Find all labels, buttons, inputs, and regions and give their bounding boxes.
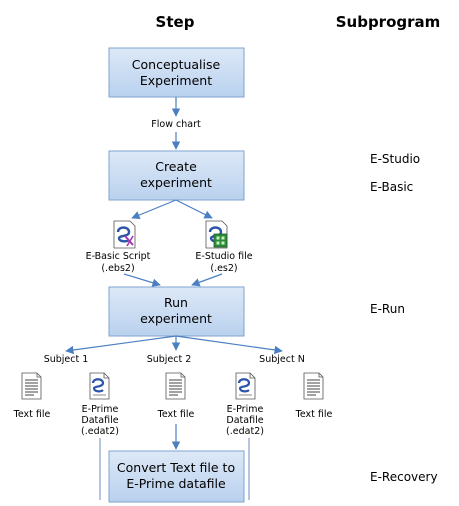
subprogram-erecovery: E-Recovery xyxy=(370,470,438,484)
arrow-run-to-subjectN xyxy=(175,335,283,355)
arrow-create-to-ebs xyxy=(131,199,177,220)
run-label-line2: experiment xyxy=(140,311,212,326)
subject-1-label: Subject 1 xyxy=(44,354,89,365)
run-label-line1: Run xyxy=(164,295,188,310)
create-step: Create experiment xyxy=(108,150,245,201)
subject-2-edat-icon xyxy=(234,371,257,401)
subject-2-edat-label-line3: (.edat2) xyxy=(226,426,264,437)
arrow-es-to-run xyxy=(191,273,223,287)
conceptualise-step: Conceptualise Experiment xyxy=(108,47,245,98)
subprogram-column-header: Subprogram xyxy=(336,13,441,31)
arrow-create-to-es xyxy=(175,199,213,219)
ebasic-script-label-line1: E-Basic Script xyxy=(86,251,151,262)
subprogram-estudio: E-Studio xyxy=(370,152,420,166)
create-label-line1: Create xyxy=(155,159,197,174)
subject-1-text-file-label: Text file xyxy=(13,409,51,420)
subject-n-text-file-label: Text file xyxy=(295,409,333,420)
create-label-line2: experiment xyxy=(140,175,212,190)
subprogram-erun: E-Run xyxy=(370,302,405,316)
arrow-ebs-to-run xyxy=(123,273,161,287)
estudio-file-icon xyxy=(205,220,228,249)
subject-n-label: Subject N xyxy=(259,354,305,365)
conceptualise-label-line2: Experiment xyxy=(140,73,212,88)
subject-2-edat-label-line2: Datafile xyxy=(226,415,263,426)
subprogram-ebasic: E-Basic xyxy=(370,180,413,194)
arrow-run-to-subject1 xyxy=(65,335,177,355)
estudio-file-label-line1: E-Studio file xyxy=(195,251,252,262)
subject-2-text-file-icon xyxy=(165,372,186,400)
subject-1-text-file-icon xyxy=(21,372,42,400)
estudio-file-label-line2: (.es2) xyxy=(210,263,237,274)
subject-n-text-file-icon xyxy=(303,372,324,400)
convert-label-line1: Convert Text file to xyxy=(117,460,235,475)
subject-1-edat-label-line3: (.edat2) xyxy=(81,426,119,437)
run-step: Run experiment xyxy=(108,286,245,337)
ebasic-script-label-line2: (.ebs2) xyxy=(101,263,134,274)
convert-step: Convert Text file to E-Prime datafile xyxy=(108,450,245,503)
conceptualise-label-line1: Conceptualise xyxy=(132,57,221,72)
flow-chart-label: Flow chart xyxy=(151,119,201,130)
subject-1-edat-label-line2: Datafile xyxy=(81,415,118,426)
convert-label-line2: E-Prime datafile xyxy=(126,476,226,491)
subject-1-edat-icon xyxy=(88,371,111,401)
subject-1-edat-label-line1: E-Prime xyxy=(82,404,119,415)
subject-2-edat-label-line1: E-Prime xyxy=(227,404,264,415)
subject-2-label: Subject 2 xyxy=(147,354,192,365)
subject-2-text-file-label: Text file xyxy=(157,409,195,420)
ebasic-script-icon xyxy=(113,220,136,249)
step-column-header: Step xyxy=(156,13,195,31)
